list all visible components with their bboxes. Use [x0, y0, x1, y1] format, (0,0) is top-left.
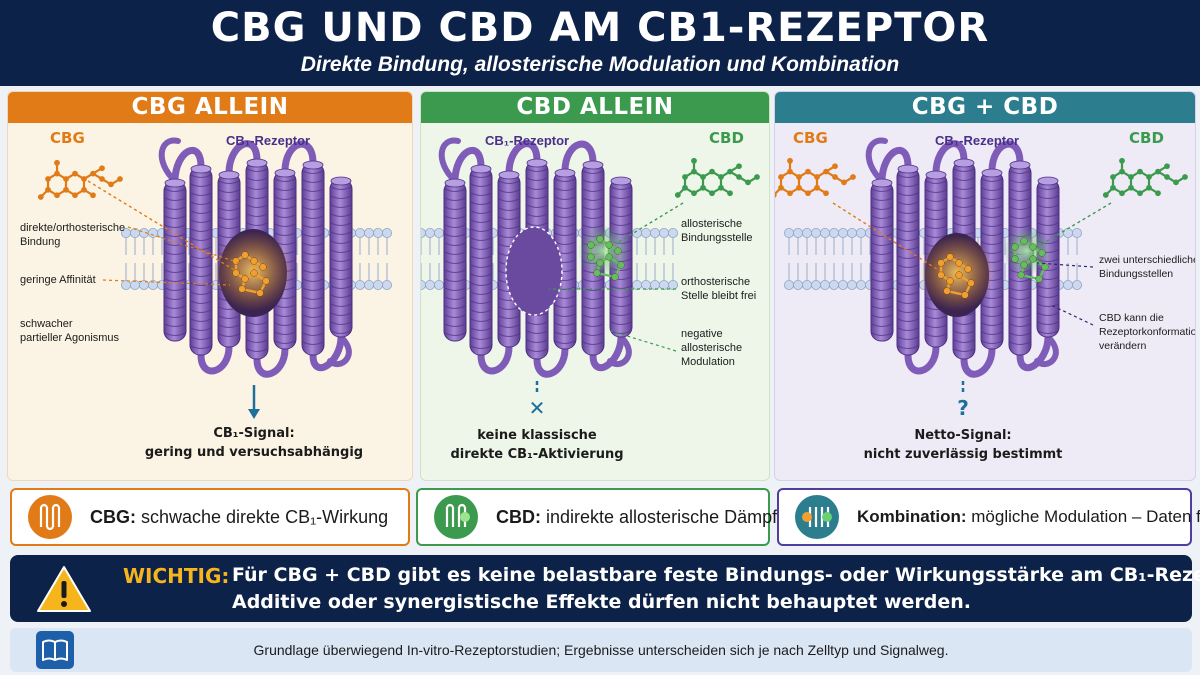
annotation-binding: Bindung — [20, 236, 60, 248]
ligand-label-cbd: CBD — [1129, 129, 1164, 147]
svg-text:✕: ✕ — [529, 396, 546, 420]
panel-header-cbd-alone: CBD ALLEIN — [421, 92, 769, 123]
summary-cbd: CBD: indirekte allosterische Dämpfung — [416, 488, 807, 546]
receptor-icon — [795, 495, 839, 539]
warning-icon — [37, 566, 91, 612]
cbd-molecule-icon — [1102, 157, 1188, 198]
summary-cbg: CBG: schwache direkte CB₁-Wirkung — [10, 488, 410, 546]
header-banner: CBG UND CBD AM CB1-REZEPTOR Direkte Bind… — [0, 0, 1200, 86]
panel-cbg-plus-cbd: CBG + CBD CBG CB₁-Rezeptor CBD zwei unte… — [774, 91, 1196, 481]
annotation-site-free: Stelle bleibt frei — [681, 290, 756, 302]
cbd-molecule-icon — [674, 157, 760, 198]
svg-text:?: ? — [957, 396, 969, 420]
annotation-cbd-can: CBD kann die — [1099, 312, 1164, 324]
cbg-molecule-icon — [37, 159, 123, 200]
summary-text: CBD: indirekte allosterische Dämpfung — [496, 507, 808, 527]
pointer-line — [127, 226, 241, 264]
ligand-label-cbg: CBG — [50, 129, 85, 147]
annotation-partial-agonism: partieller Agonismus — [20, 332, 120, 344]
summary-text: Kombination: mögliche Modulation – Daten… — [857, 507, 1200, 526]
panel-cbd-alone: CBD ALLEIN CB₁-Rezeptor CBD allosterisch… — [420, 91, 770, 481]
arrow-down-icon — [248, 385, 260, 419]
footnote-bar: Grundlage überwiegend In-vitro-Rezeptors… — [10, 628, 1192, 672]
annotation-conformation: Rezeptorkonformation — [1099, 326, 1195, 338]
annotation-modulation: Modulation — [681, 356, 735, 368]
result-line-2: gering und versuchsabhängig — [145, 445, 363, 460]
annotation-affinity: geringe Affinität — [20, 274, 96, 286]
uncertain-arrow-icon: ? — [957, 381, 969, 420]
cbd-alone-illustration: CB₁-Rezeptor CBD allosterische Bindungss… — [421, 129, 760, 462]
summary-text: CBG: schwache direkte CB₁-Wirkung — [90, 507, 389, 527]
ligand-pointer-line — [87, 180, 237, 272]
result-line-1: keine klassische — [477, 428, 597, 443]
panel-header-combination: CBG + CBD — [775, 92, 1195, 123]
ligand-pointer-line — [832, 202, 944, 274]
warning-text-line-2: Additive oder synergistische Effekte dür… — [232, 591, 971, 613]
footnote-text: Grundlage überwiegend In-vitro-Rezeptors… — [253, 642, 949, 658]
receptor-icon — [28, 495, 72, 539]
cbg-molecule-icon — [775, 157, 856, 198]
warning-label: WICHTIG: — [123, 564, 230, 588]
summary-combination: Kombination: mögliche Modulation – Daten… — [777, 488, 1200, 546]
pointer-line — [1050, 304, 1094, 326]
book-icon — [36, 631, 74, 669]
annotation-change: verändern — [1099, 340, 1146, 352]
page-subtitle: Direkte Bindung, allosterische Modulatio… — [300, 53, 900, 76]
panel-header-cbg-alone: CBG ALLEIN — [8, 92, 412, 123]
ligand-pointer-line — [1036, 202, 1112, 248]
receptor-label: CB₁-Rezeptor — [935, 133, 1019, 148]
bound-cbg-molecule-icon — [937, 253, 975, 299]
page-title: CBG UND CBD AM CB1-REZEPTOR — [210, 5, 990, 51]
result-line-2: direkte CB₁-Aktivierung — [450, 447, 623, 462]
combination-illustration: CBG CB₁-Rezeptor CBD zwei unterschiedlic… — [775, 129, 1195, 462]
ligand-glow — [578, 225, 630, 277]
result-line-2: nicht zuverlässig bestimmt — [864, 447, 1063, 462]
ligand-label-cbd: CBD — [709, 129, 744, 147]
cbg-alone-illustration: CBG CB₁-Rezeptor direkte/orthosterische … — [20, 129, 392, 460]
receptor-label: CB₁-Rezeptor — [226, 133, 310, 148]
warning-banner: WICHTIG: Für CBG + CBD gibt es keine bel… — [10, 555, 1200, 622]
result-line-1: CB₁-Signal: — [213, 426, 294, 441]
bound-cbd-molecule-icon — [587, 235, 625, 281]
pointer-line — [610, 330, 677, 352]
blocked-arrow-icon: ✕ — [529, 381, 546, 420]
annotation-binding-site: Bindungsstelle — [681, 232, 753, 244]
result-line-1: Netto-Signal: — [914, 428, 1011, 443]
annotation-binding-sites: Bindungsstellen — [1099, 268, 1173, 280]
warning-text-line-1: Für CBG + CBD gibt es keine belastbare f… — [232, 564, 1200, 586]
annotation-allosteric: allosterische — [681, 218, 742, 230]
annotation-allosteric-2: allosterische — [681, 342, 742, 354]
annotation-negative: negative — [681, 328, 723, 340]
annotation-direct-binding: direkte/orthosterische — [20, 222, 125, 234]
panel-cbg-alone: CBG ALLEIN CBG CB₁-Rezeptor direkte/orth… — [7, 91, 413, 481]
receptor-label: CB₁-Rezeptor — [485, 133, 569, 148]
annotation-orthosteric: orthosterische — [681, 276, 750, 288]
annotation-weak: schwacher — [20, 318, 73, 330]
ligand-pointer-line — [616, 202, 684, 244]
receptor-icon — [434, 495, 478, 539]
annotation-two-sites: zwei unterschiedliche — [1099, 254, 1195, 266]
ligand-label-cbg: CBG — [793, 129, 828, 147]
